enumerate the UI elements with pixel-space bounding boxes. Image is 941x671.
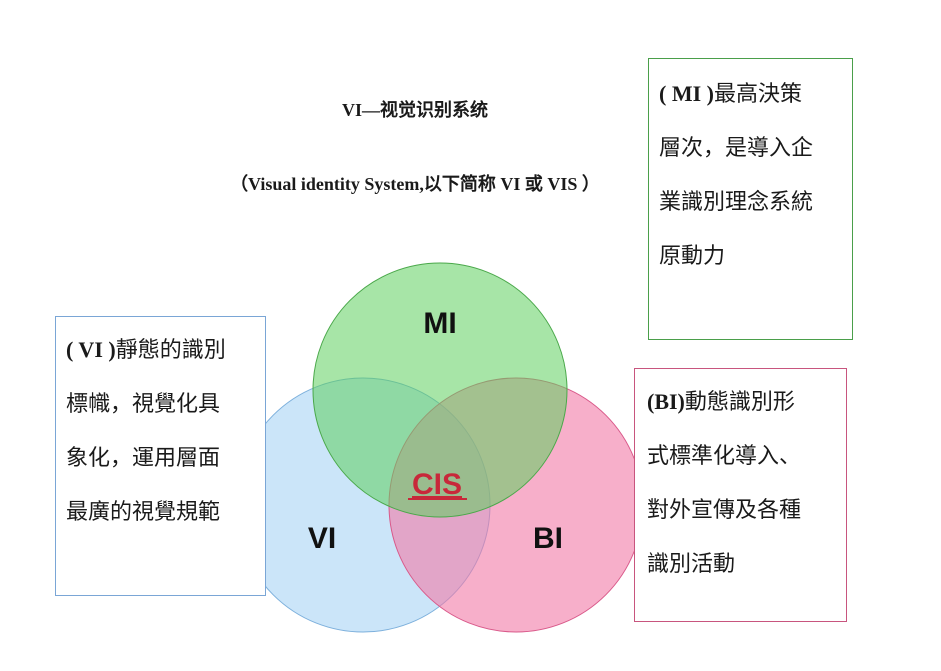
mi-line-1: ( MI )最高決策 — [659, 67, 852, 122]
mi-line-3: 業識別理念系統 — [659, 190, 814, 215]
bi-tag: (BI) — [647, 389, 685, 414]
vi-line-1-text: 靜態的識別 — [115, 338, 226, 363]
bi-line-3: 對外宣傳及各種 — [647, 498, 802, 523]
vi-line-4: 最廣的視覺規範 — [66, 500, 221, 525]
bi-line-1-text: 動態識別形 — [684, 390, 795, 415]
mi-circle-label: MI — [423, 307, 456, 340]
vi-line-3: 象化，運用層面 — [66, 446, 221, 471]
diagram-subtitle: （Visual identity System,以下简称 VI 或 VIS ） — [230, 174, 600, 194]
bi-circle-label: BI — [533, 522, 563, 555]
mi-line-1-text: 最高決策 — [713, 82, 802, 107]
vi-line-1: ( VI )靜態的識別 — [66, 323, 265, 378]
bi-line-2: 式標準化導入、 — [647, 444, 802, 469]
mi-circle — [312, 262, 568, 518]
mi-line-4: 原動力 — [659, 244, 726, 269]
mi-description-box: ( MI )最高決策 層次，是導入企 業識別理念系統 原動力 — [648, 58, 853, 340]
vi-line-2: 標幟，視覺化具 — [66, 392, 221, 417]
diagram-title: VI—视觉识别系统 — [341, 100, 488, 120]
mi-tag: ( MI ) — [659, 81, 714, 106]
vi-description-box: ( VI )靜態的識別 標幟，視覺化具 象化，運用層面 最廣的視覺規範 — [55, 316, 266, 596]
bi-line-4: 識別活動 — [647, 552, 736, 577]
vi-circle-label: VI — [308, 522, 336, 555]
cis-center-label: CIS — [412, 468, 462, 501]
vi-tag: ( VI ) — [66, 337, 116, 362]
mi-line-2: 層次，是導入企 — [659, 136, 814, 161]
bi-description-box: (BI)動態識別形 式標準化導入、 對外宣傳及各種 識別活動 — [634, 368, 847, 622]
bi-line-1: (BI)動態識別形 — [647, 375, 846, 430]
